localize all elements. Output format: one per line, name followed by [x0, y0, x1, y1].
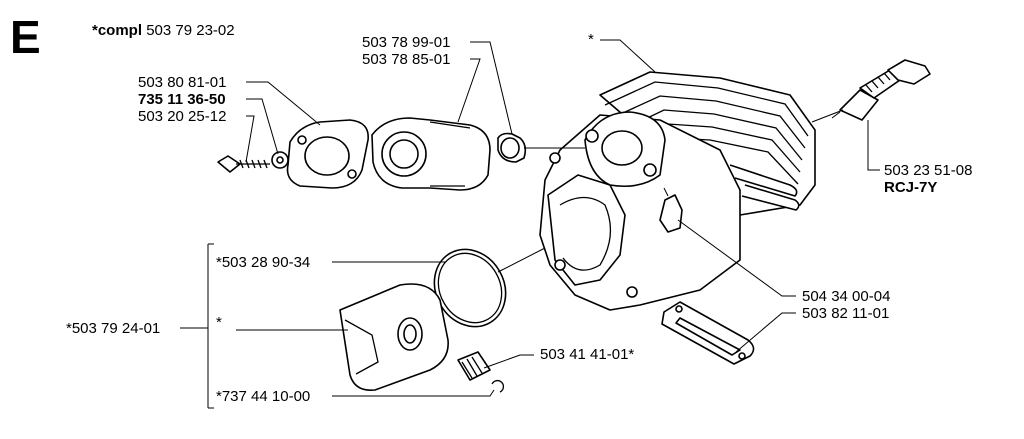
- part-label-decomp-valve[interactable]: 504 34 00-04: [802, 288, 891, 305]
- part-label-intake-b[interactable]: 503 78 85-01: [362, 51, 451, 68]
- part-label-cylinder[interactable]: *: [588, 31, 594, 48]
- part-label-spark-plug[interactable]: 503 23 51-08: [884, 162, 973, 179]
- part-label-base-gasket[interactable]: 503 82 11-01: [802, 305, 890, 322]
- assembly-header: *compl 503 79 23-02: [92, 22, 235, 39]
- intake-parts-drawing: [217, 117, 527, 191]
- header-prefix: *compl: [92, 22, 143, 39]
- header-number: 503 79 23-02: [146, 22, 235, 39]
- part-label-gasket-left[interactable]: 503 80 81-01: [138, 74, 227, 91]
- base-gasket-drawing: [661, 301, 755, 365]
- cylinder-drawing: [539, 71, 816, 311]
- part-label-needle-bearing[interactable]: 503 41 41-01*: [540, 346, 635, 363]
- part-label-piston-ring[interactable]: *503 28 90-34: [216, 254, 311, 271]
- part-label-circlip[interactable]: *737 44 10-00: [216, 388, 311, 405]
- spark-plug-drawing: [831, 59, 931, 121]
- part-label-screw[interactable]: 503 20 25-12: [138, 108, 227, 125]
- part-label-spark-plug-type[interactable]: RCJ-7Y: [884, 179, 938, 196]
- section-letter: E: [10, 11, 41, 63]
- part-label-washer[interactable]: 735 11 36-50: [138, 91, 226, 108]
- part-label-intake-a[interactable]: 503 78 99-01: [362, 34, 451, 51]
- part-label-piston-assembly[interactable]: *503 79 24-01: [66, 320, 161, 337]
- part-label-piston[interactable]: *: [216, 314, 222, 331]
- piston-parts-drawing: [339, 248, 507, 393]
- leader-lines: [180, 39, 880, 409]
